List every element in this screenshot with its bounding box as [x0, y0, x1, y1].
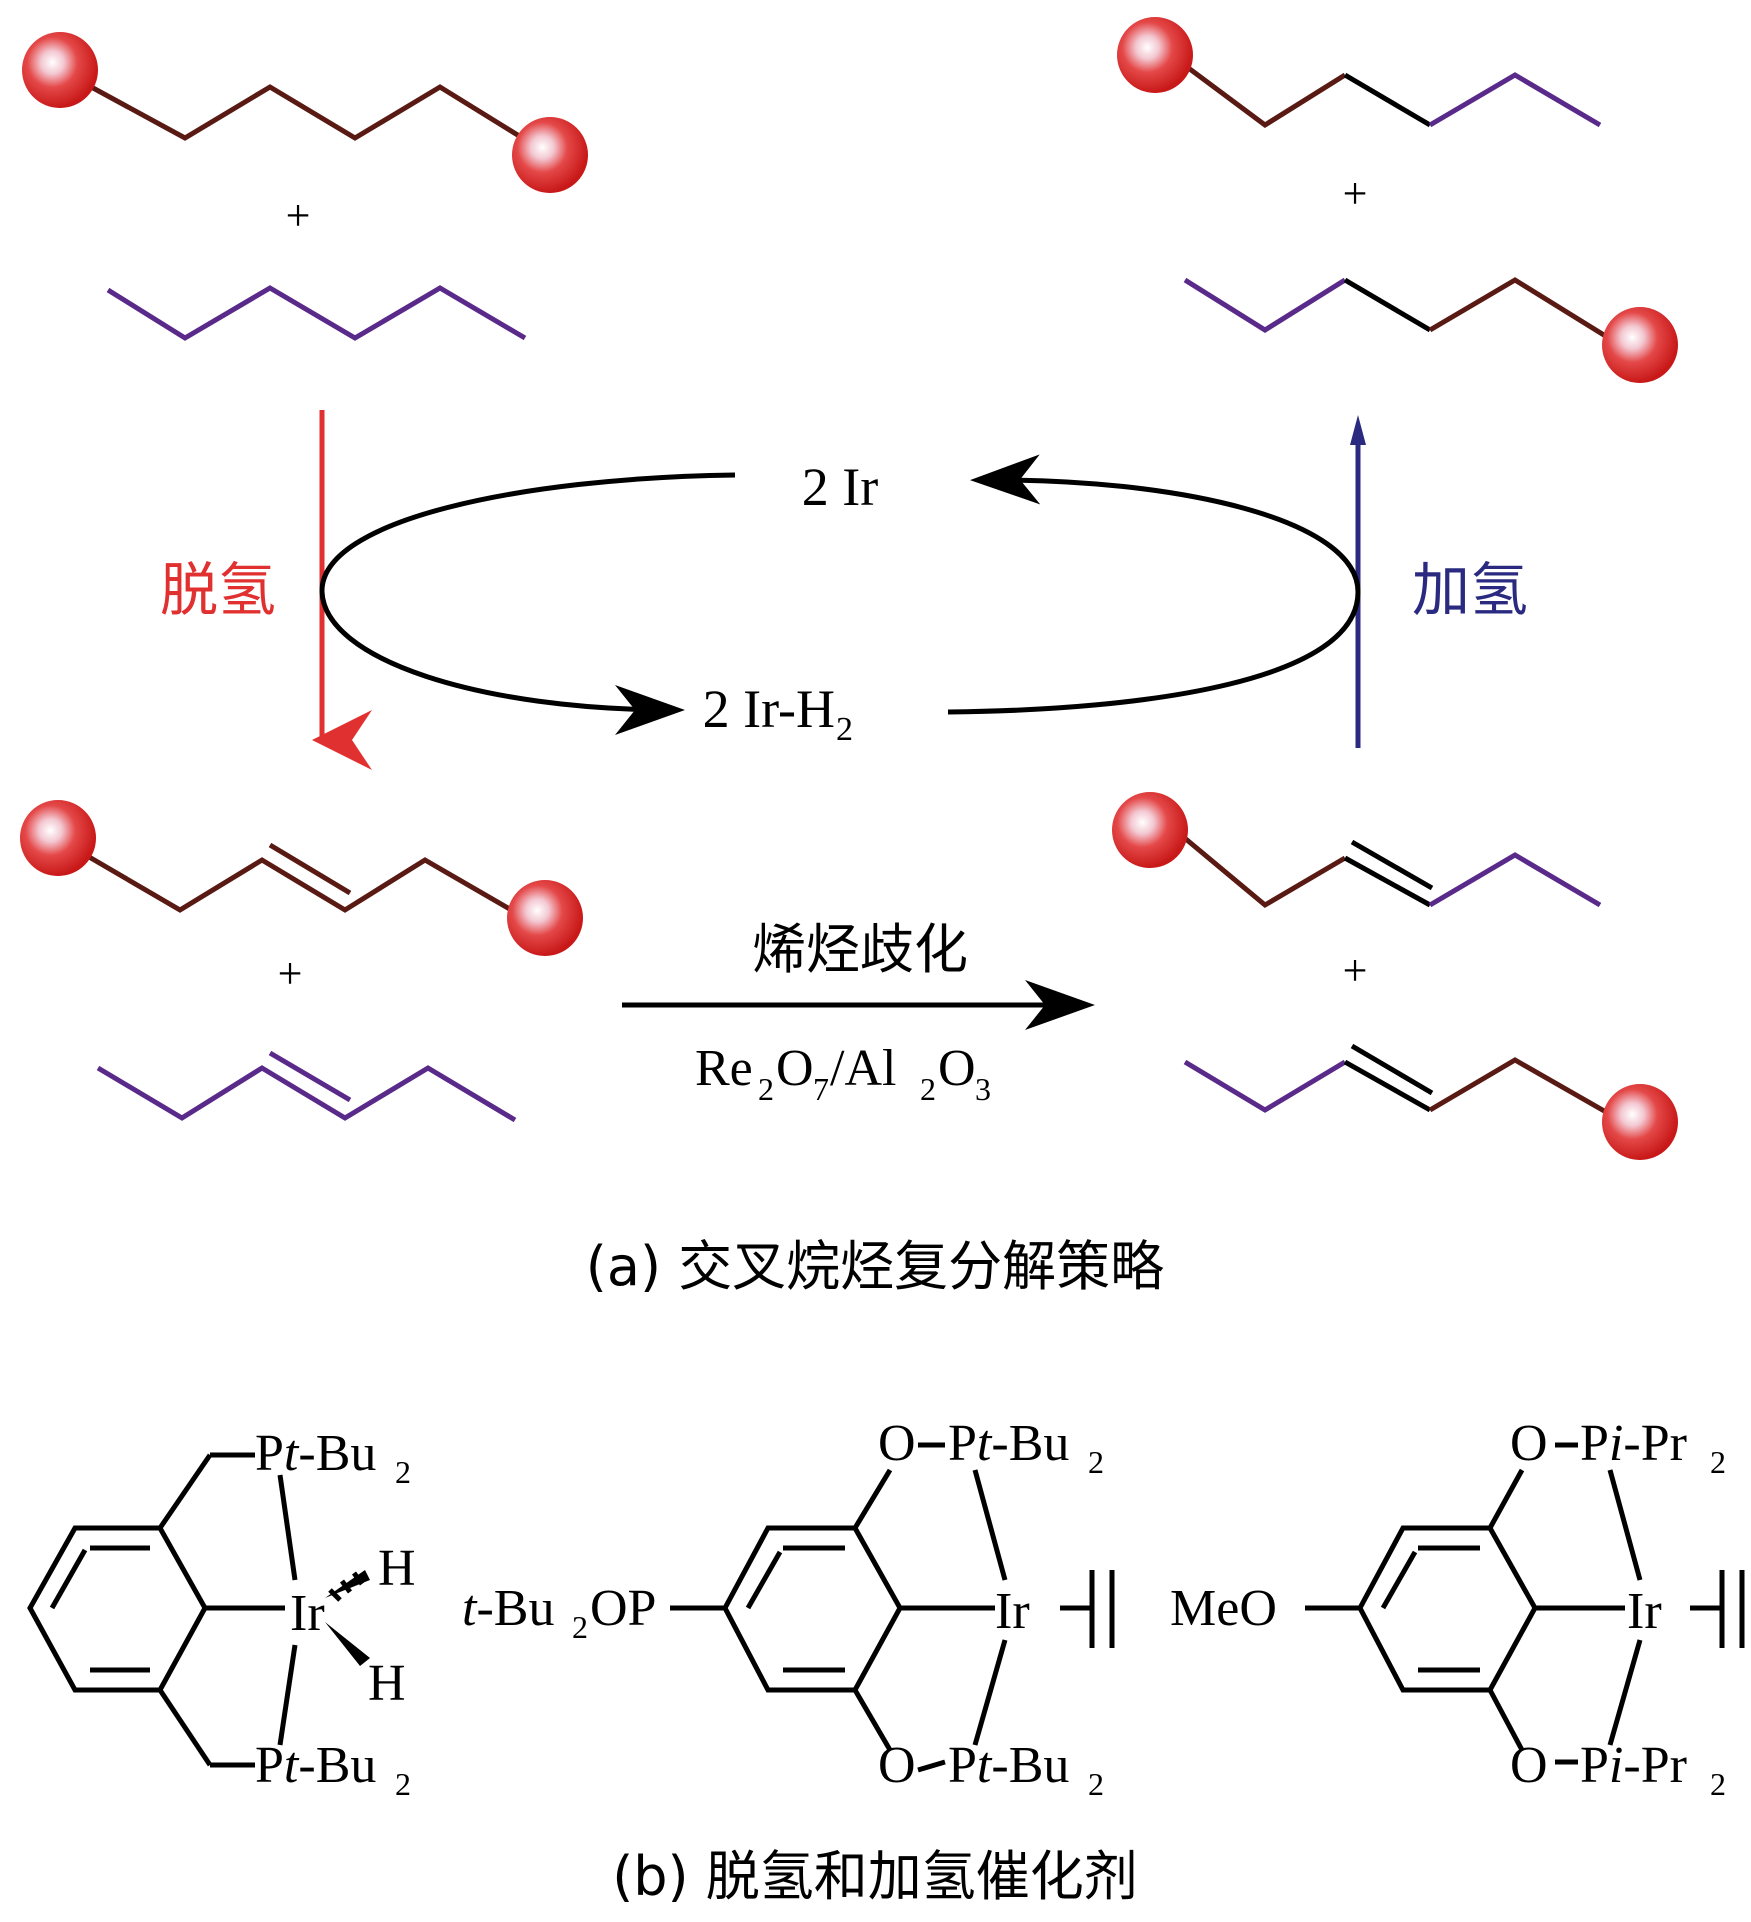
functional-group-sphere — [1602, 307, 1678, 383]
panel-a-caption: (a) 交叉烷烃复分解策略 — [586, 1235, 1164, 1298]
cat3-iridium: Ir — [1627, 1583, 1662, 1640]
cat2-top-subscript: 2 — [1088, 1444, 1104, 1480]
metathesis-reagent: Re 2 O 7 /Al 2 O 3 — [695, 1040, 991, 1107]
functional-group-sphere — [22, 32, 98, 108]
panel-b-labels: Pt-Bu 2 Ir H H Pt-Bu 2 t-Bu 2 OP O Pt-Bu… — [255, 1415, 1726, 1908]
functional-group-sphere — [1602, 1084, 1678, 1160]
catalytic-cycle — [319, 454, 1361, 735]
cat2-bottom-phosphine: Pt-Bu — [948, 1737, 1069, 1794]
product-alkane-with-group-1 — [1117, 17, 1602, 129]
svg-text:2: 2 — [920, 1071, 936, 1107]
cat2-oxygen-top: O — [878, 1415, 916, 1472]
svg-text:3: 3 — [975, 1071, 991, 1107]
functional-group-sphere — [1112, 792, 1188, 868]
hydrogenation-label: 加氢 — [1412, 556, 1528, 624]
functional-group-sphere — [507, 880, 583, 956]
cat1-hydride-upper: H — [378, 1540, 416, 1597]
functional-group-sphere — [1117, 17, 1193, 93]
cat3-oxygen-bottom: O — [1510, 1737, 1548, 1794]
catalyst-pocop-iridium-tbu — [670, 1442, 1115, 1773]
cat1-bottom-phosphine: Pt-Bu — [255, 1737, 376, 1794]
cat3-top-subscript: 2 — [1710, 1444, 1726, 1480]
cat1-bottom-subscript: 2 — [395, 1766, 411, 1802]
alkane-molecule — [106, 285, 527, 341]
plus-sign: + — [286, 191, 311, 240]
cat2-oxygen-bottom: O — [878, 1737, 916, 1794]
cat1-iridium: Ir — [290, 1585, 325, 1642]
cat2-substituent-subscript: 2 — [572, 1609, 588, 1645]
svg-text:2: 2 — [758, 1071, 774, 1107]
plus-sign: + — [1343, 169, 1368, 218]
cat1-top-subscript: 2 — [395, 1454, 411, 1490]
hydrogenation-arrow-head — [1350, 415, 1366, 445]
catalyst-pcp-iridium-dihydride — [27, 1452, 370, 1768]
olefin-molecule — [96, 1050, 517, 1123]
panel-a: + + 脱氢 加氢 2 Ir 2 Ir-H — [20, 17, 1678, 1298]
iridium-hydride-subscript: 2 — [836, 711, 853, 748]
cat2-bottom-subscript: 2 — [1088, 1766, 1104, 1802]
cat3-bottom-phosphine: Pi-Pr — [1580, 1737, 1687, 1794]
svg-text:7: 7 — [813, 1071, 829, 1107]
catalyst-pocop-iridium-ipr — [1305, 1442, 1745, 1765]
cat2-substituent-op: OP — [590, 1580, 656, 1637]
cat2-substituent: t-Bu — [462, 1580, 554, 1637]
product-olefin-with-group-2 — [1183, 1043, 1678, 1160]
functional-group-sphere — [512, 117, 588, 193]
product-alkane-with-group-2 — [1183, 277, 1678, 383]
cat3-top-phosphine: Pi-Pr — [1580, 1415, 1687, 1472]
dehydrogenation-label: 脱氢 — [160, 556, 276, 624]
product-olefin-with-group-1 — [1112, 792, 1602, 909]
cat1-top-phosphine: Pt-Bu — [255, 1425, 376, 1482]
cat3-bottom-subscript: 2 — [1710, 1766, 1726, 1802]
cat2-top-phosphine: Pt-Bu — [948, 1415, 1069, 1472]
plus-sign: + — [1343, 946, 1368, 995]
diester-olefin-molecule — [20, 800, 583, 956]
plus-sign: + — [278, 949, 303, 998]
svg-text:O: O — [776, 1040, 814, 1097]
cat1-hydride-lower: H — [368, 1655, 406, 1712]
diester-alkane-molecule — [22, 32, 588, 193]
svg-text:Re: Re — [695, 1040, 753, 1097]
svg-text:/Al: /Al — [830, 1040, 896, 1097]
functional-group-sphere — [20, 800, 96, 876]
cat3-oxygen-top: O — [1510, 1415, 1548, 1472]
cat2-iridium: Ir — [995, 1583, 1030, 1640]
iridium-catalyst-label: 2 Ir — [802, 457, 878, 517]
cat3-substituent: MeO — [1170, 1580, 1277, 1637]
panel-b-caption: (b) 脱氢和加氢催化剂 — [612, 1845, 1138, 1908]
iridium-hydride-label: 2 Ir-H — [703, 679, 835, 739]
svg-text:O: O — [938, 1040, 976, 1097]
metathesis-label: 烯烃歧化 — [752, 918, 968, 981]
panel-b — [27, 1442, 1745, 1773]
